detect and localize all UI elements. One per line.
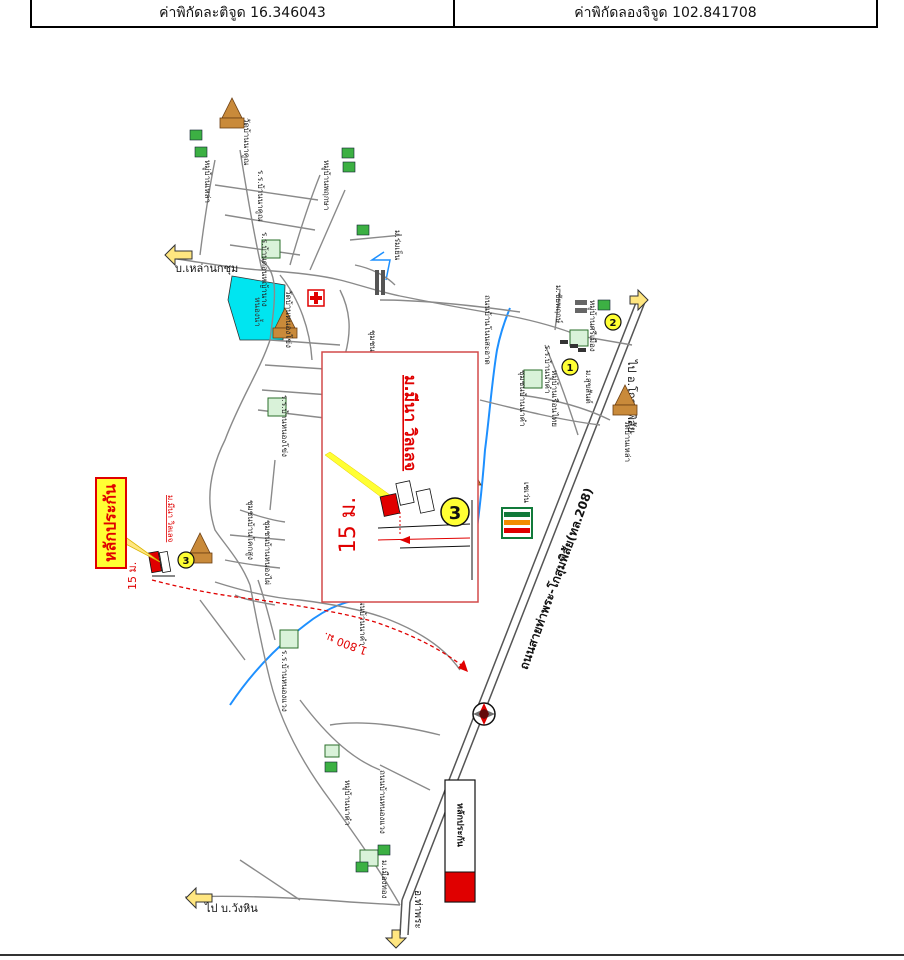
place-label: วัดบ้านนาคูณ (241, 118, 251, 166)
map-svg: หนองน้ำ (95, 97, 649, 949)
building-cluster (375, 270, 587, 352)
school-icon (261, 239, 589, 867)
store-label: เซเว่น (522, 482, 531, 503)
legend-label: หลักประกัน (455, 803, 466, 848)
marker-2: 2 (604, 313, 622, 331)
local-roads (169, 149, 633, 906)
place-label: ร.ร.บ้านนาคำ (543, 345, 552, 394)
place-label: ม.เมืองทอง (380, 860, 389, 899)
svg-text:3: 3 (183, 556, 190, 567)
place-label: ถนนบ้านนาคำ (358, 595, 367, 646)
place-label: หมู่บ้านเหล่า (202, 160, 212, 203)
bottom-border (0, 954, 904, 956)
svg-text:1: 1 (567, 363, 574, 374)
marker-1: 1 (561, 358, 579, 376)
coordinates-table: ค่าพิกัดละติจูด 16.346043 ค่าพิกัดลองจิจ… (30, 0, 878, 28)
village-small-label: ม.มีนา วิลเลจ (166, 495, 175, 543)
location-map: หนองน้ำ (0, 30, 904, 956)
lake (227, 275, 286, 341)
marker-3-zoom: 3 (440, 497, 470, 527)
place-label: ชุมชนบ้านหนองไผ่ (263, 520, 272, 585)
place-label: ร.ร.บ้านหนองโข่ง (280, 395, 290, 457)
callout-title: หลักประกัน (101, 484, 120, 562)
place-label: ถนนบ้านโนนสะอาด (483, 295, 493, 365)
site-marker-small (147, 550, 175, 577)
place-label: ม.ชัยพฤกษ์ (554, 285, 564, 323)
place-label: หมู่บ้านเรือนไทย (549, 370, 559, 427)
dest-southwest-arrow (185, 886, 213, 910)
place-label: หมู่บ้านศรีเมือง (587, 300, 597, 352)
place-label: หมู่บ้านพฤกษา (321, 160, 331, 210)
dest-southwest-label: ไป บ.วังหิน (204, 902, 258, 915)
collateral-callout: หลักประกัน (95, 477, 127, 569)
place-label: หมู่บ้านนาคำ (342, 780, 352, 825)
gas-station-icon (472, 702, 496, 726)
lake-label: หนองน้ำ (253, 297, 264, 326)
place-label: ม.สุขสันต์ (584, 370, 594, 404)
inset-site-white (395, 480, 415, 506)
place-label: ม.ร่มเย็น (393, 230, 403, 261)
place-label: ชุมชนบ้านนาคำ (518, 370, 527, 426)
place-label: วัดบ้านเหล่า (623, 420, 632, 462)
latitude-cell: ค่าพิกัดละติจูด 16.346043 (159, 5, 326, 21)
dest-north-label: บ.เหล่านกชุม (175, 262, 238, 275)
legend: หลักประกัน (444, 779, 476, 903)
svg-text:2: 2 (610, 318, 617, 329)
distance-large-label: 15 ม. (336, 497, 361, 553)
place-label: ร.ร.บ้านหนองแวง (280, 650, 289, 712)
place-label: ร.ร.บ้านดอนหญ้านาง (260, 232, 269, 307)
river-north (369, 251, 391, 281)
longitude-cell: ค่าพิกัดลองจิจูด 102.841708 (453, 0, 876, 26)
distance-small-label: 15 ม. (126, 562, 139, 590)
dest-south-arrow (384, 929, 408, 949)
place-label: ถนนบ้านหนองแวง (378, 770, 387, 834)
route-path (151, 579, 466, 669)
dest-north-arrow (164, 243, 193, 267)
hospital-icon (307, 289, 325, 307)
place-labels: วัดบ้านนาคูณ หมู่บ้านเหล่า หมู่บ้านพฤกษา… (202, 118, 632, 899)
place-label: ร.ร.บ้านนาคูณ (255, 170, 265, 222)
dest-east-arrow (629, 288, 649, 312)
village-icon (189, 129, 611, 873)
convenience-store-icon (501, 507, 533, 539)
marker-3-small: 3 (177, 551, 195, 569)
place-label: วัดบ้านหนองโข่ง (284, 290, 294, 348)
junction-label: อ.ท่าพระ (412, 890, 423, 929)
zoom-inset: ม.มีนา วิลเลจ 15 ม. 3 (321, 351, 479, 603)
svg-text:3: 3 (449, 503, 462, 524)
inset-site-red (379, 493, 401, 517)
place-label: ชุมชนบ้านโคกสูง (245, 500, 256, 560)
village-large-label: ม.มีนา วิลเลจ (401, 375, 420, 471)
route-arrow (458, 660, 468, 672)
